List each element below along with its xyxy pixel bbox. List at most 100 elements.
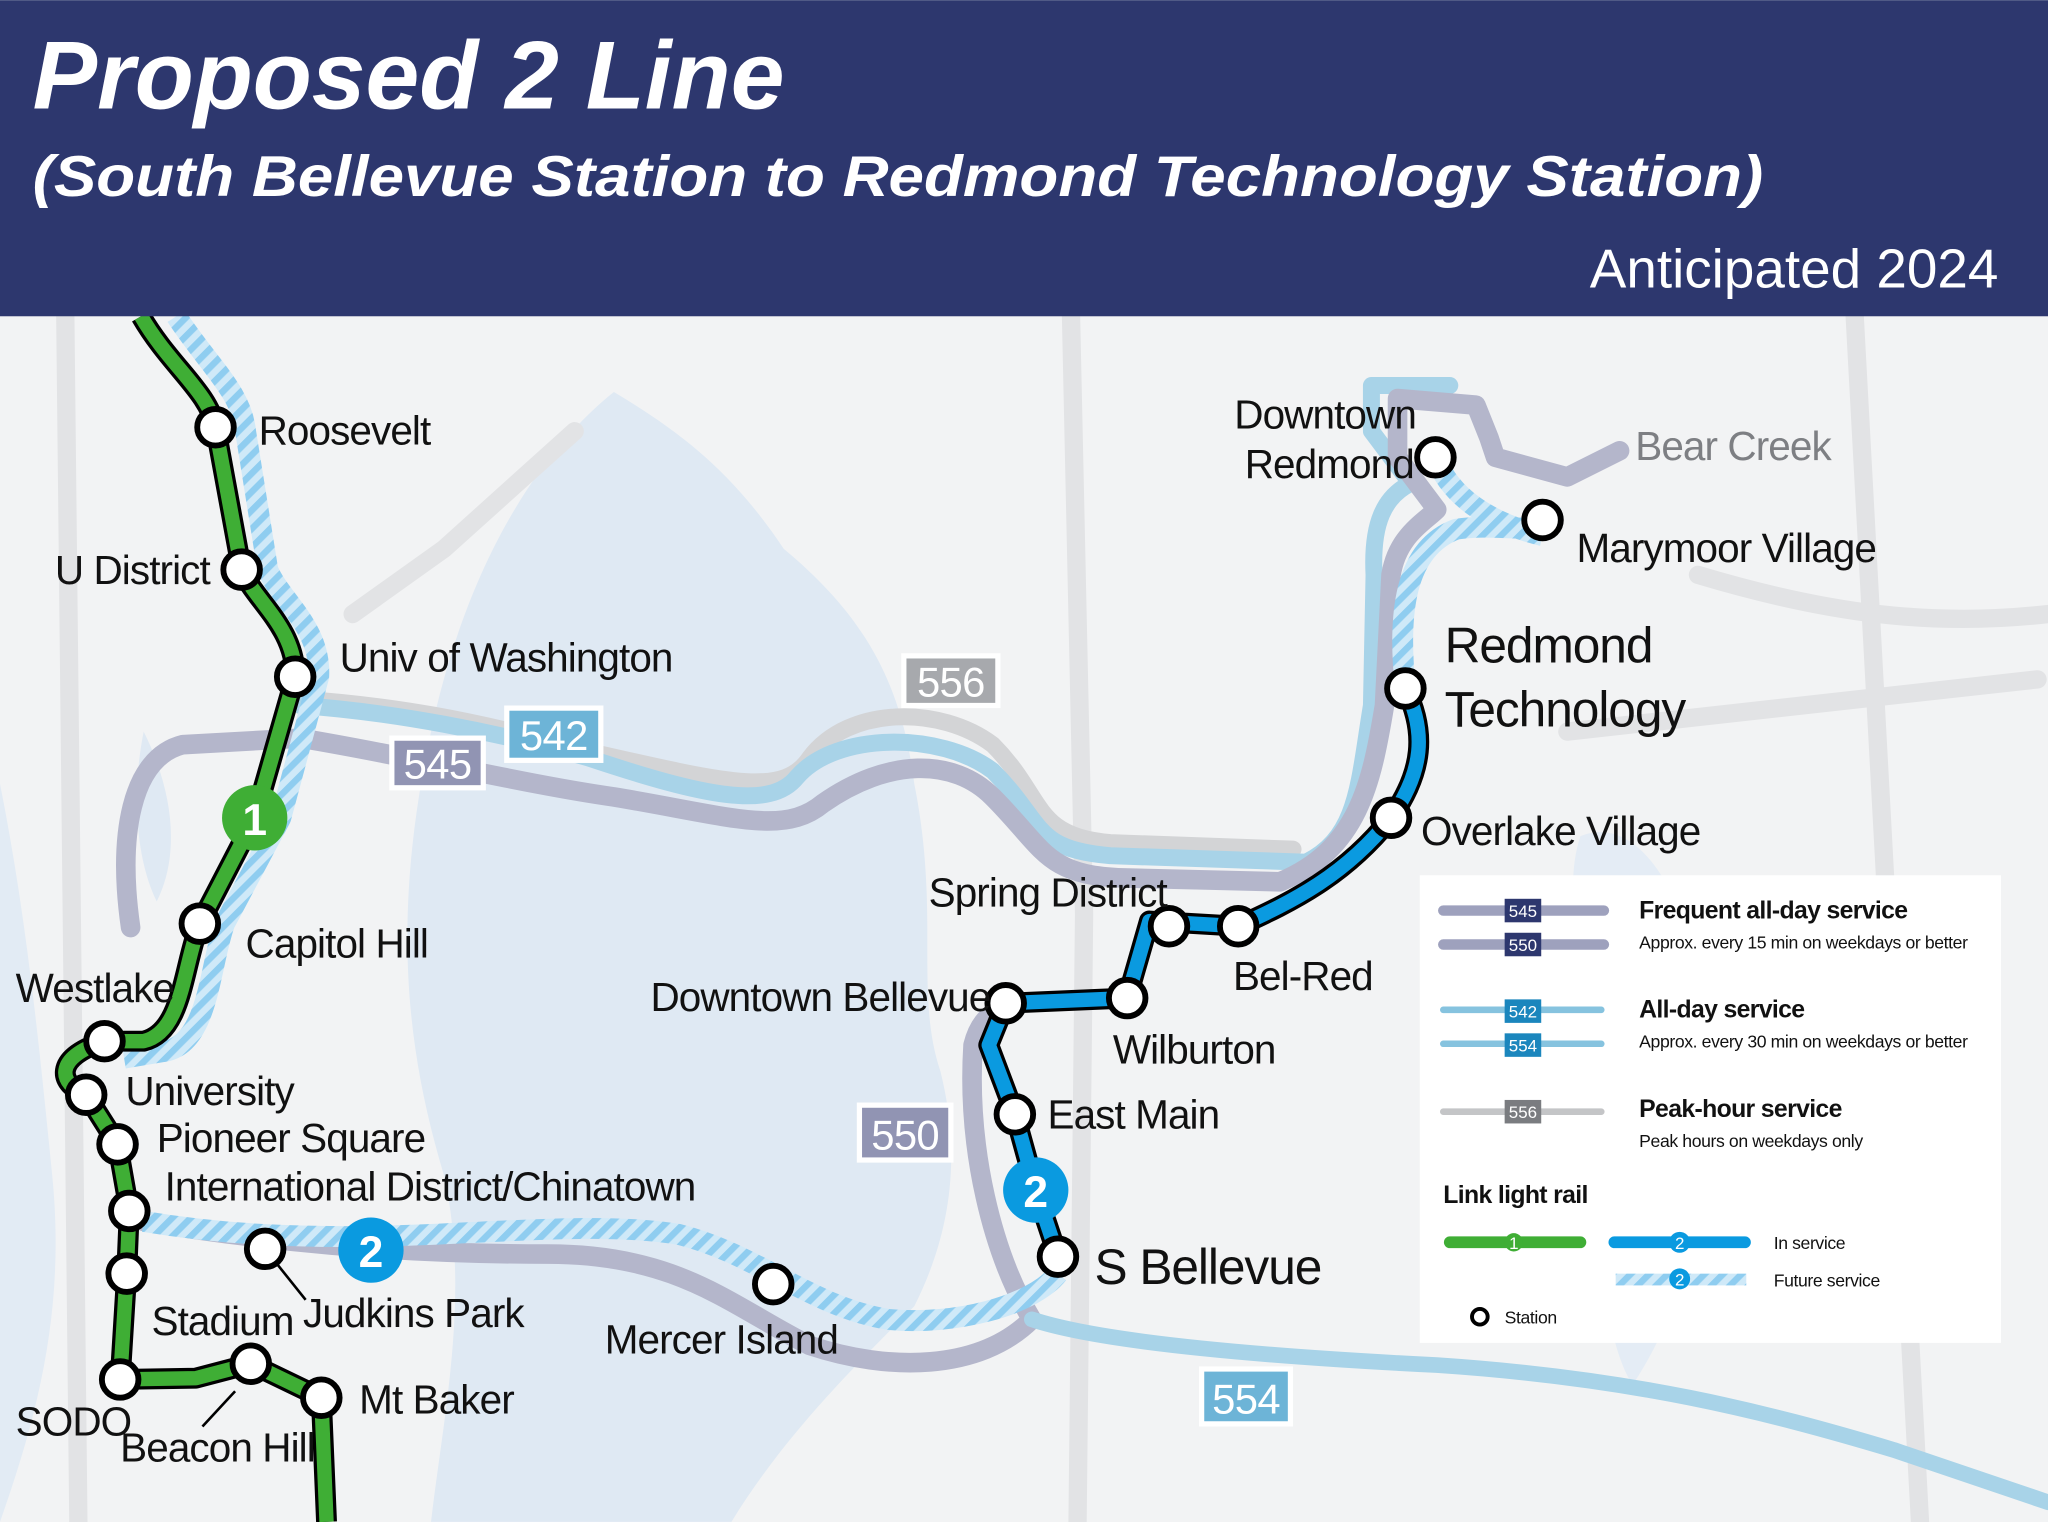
label-marymoor-village: Marymoor Village	[1576, 525, 1876, 571]
label-bel-red: Bel-Red	[1233, 953, 1373, 999]
svg-text:550: 550	[871, 1112, 939, 1159]
anticipated-date: Anticipated 2024	[1590, 238, 1999, 300]
route-badge-550[interactable]: 550	[856, 1102, 954, 1163]
page-title: Proposed 2 Line	[33, 23, 785, 130]
station-capitol-hill[interactable]	[178, 902, 222, 945]
route-badge-554[interactable]: 554	[1199, 1366, 1294, 1427]
label-s-bellevue: S Bellevue	[1095, 1239, 1322, 1295]
station-roosevelt[interactable]	[194, 406, 237, 449]
svg-text:1: 1	[1509, 1234, 1518, 1253]
line-2-badge-east: 2	[1003, 1157, 1069, 1223]
label-stadium: Stadium	[152, 1298, 294, 1344]
station-east-main[interactable]	[993, 1093, 1037, 1136]
label-bear-creek: Bear Creek	[1635, 423, 1832, 469]
route-badge-545[interactable]: 545	[389, 735, 486, 791]
station-spring-district[interactable]	[1147, 904, 1191, 948]
line-2-badge-south: 2	[338, 1217, 404, 1283]
svg-text:2: 2	[359, 1228, 384, 1277]
label-westlake: Westlake	[16, 965, 174, 1011]
svg-text:554: 554	[1212, 1375, 1280, 1422]
station-university[interactable]	[64, 1073, 108, 1116]
station-overlake-village[interactable]	[1369, 796, 1413, 840]
legend-link-title: Link light rail	[1443, 1182, 1588, 1209]
label-pioneer-square: Pioneer Square	[157, 1115, 425, 1161]
legend-future-service: 2 Future service	[1615, 1268, 1881, 1291]
page-subtitle: (South Bellevue Station to Redmond Techn…	[33, 145, 1764, 209]
svg-text:Station: Station	[1505, 1307, 1557, 1327]
legend-in-service: 1 2 In service	[1443, 1231, 1846, 1253]
legend-allday: 542 554 All-day service Approx. every 30…	[1440, 997, 1968, 1057]
label-spring-district: Spring District	[929, 870, 1168, 916]
svg-text:554: 554	[1509, 1037, 1537, 1056]
legend-station: Station	[1470, 1306, 1557, 1327]
route-badge-556[interactable]: 556	[901, 653, 1001, 709]
label-u-district: U District	[55, 547, 211, 593]
station-westlake[interactable]	[83, 1019, 126, 1063]
svg-text:Frequent all-day service: Frequent all-day service	[1639, 897, 1907, 924]
label-downtown-redmond-1: Downtown	[1234, 392, 1416, 438]
route-554-line	[1023, 1311, 2048, 1511]
svg-text:2: 2	[1023, 1168, 1048, 1217]
station-labels: Roosevelt U District Univ of Washington …	[16, 392, 1877, 1471]
label-university: University	[125, 1068, 295, 1114]
label-mercer-island: Mercer Island	[605, 1316, 838, 1362]
label-sodo: SODO	[16, 1399, 132, 1445]
svg-text:1: 1	[242, 796, 267, 845]
svg-text:2: 2	[1675, 1234, 1684, 1253]
station-univ-washington[interactable]	[273, 655, 317, 698]
station-pioneer-square[interactable]	[96, 1123, 139, 1166]
label-capitol-hill: Capitol Hill	[246, 921, 428, 967]
svg-text:550: 550	[1509, 936, 1537, 955]
label-overlake-village: Overlake Village	[1421, 808, 1700, 854]
station-stadium[interactable]	[105, 1252, 148, 1295]
station-intl-district[interactable]	[108, 1189, 151, 1233]
svg-text:545: 545	[1509, 902, 1537, 921]
svg-text:545: 545	[404, 741, 472, 788]
station-sodo[interactable]	[98, 1358, 142, 1401]
line-1-badge: 1	[222, 785, 288, 851]
svg-text:542: 542	[520, 712, 588, 759]
label-redmond-technology-2: Technology	[1445, 681, 1687, 737]
svg-text:556: 556	[1509, 1103, 1537, 1122]
label-downtown-bellevue: Downtown Bellevue	[650, 974, 990, 1020]
svg-text:556: 556	[917, 658, 985, 705]
station-downtown-bellevue[interactable]	[984, 982, 1027, 1025]
label-intl-district: International District/Chinatown	[165, 1164, 696, 1210]
header: Proposed 2 Line (South Bellevue Station …	[0, 0, 2048, 317]
svg-text:Approx. every 30 min on weekda: Approx. every 30 min on weekdays or bett…	[1639, 1032, 1968, 1052]
station-s-bellevue[interactable]	[1036, 1235, 1080, 1278]
legend-peak: 556 Peak-hour service Peak hours on week…	[1440, 1096, 1864, 1151]
station-u-district[interactable]	[220, 548, 263, 591]
station-mt-baker[interactable]	[300, 1376, 343, 1419]
station-redmond-technology[interactable]	[1384, 667, 1427, 710]
station-judkins-park[interactable]	[243, 1227, 287, 1271]
label-roosevelt: Roosevelt	[259, 407, 431, 453]
svg-text:Peak-hour service: Peak-hour service	[1639, 1096, 1842, 1123]
label-leaders	[201, 1259, 307, 1428]
label-redmond-technology-1: Redmond	[1445, 617, 1653, 673]
svg-text:542: 542	[1509, 1003, 1537, 1022]
svg-text:Peak hours on weekdays only: Peak hours on weekdays only	[1639, 1131, 1863, 1151]
legend: 545 550 Frequent all-day service Approx.…	[1419, 875, 2001, 1343]
svg-text:All-day service: All-day service	[1639, 997, 1804, 1024]
label-beacon-hill: Beacon Hill	[120, 1425, 315, 1471]
svg-text:In service: In service	[1774, 1233, 1846, 1253]
station-mercer-island[interactable]	[752, 1262, 795, 1306]
station-wilburton[interactable]	[1105, 976, 1149, 1020]
legend-frequent: 545 550 Frequent all-day service Approx.…	[1438, 897, 1968, 957]
label-univ-washington: Univ of Washington	[340, 635, 673, 681]
stations	[64, 406, 1564, 1419]
label-judkins-park: Judkins Park	[303, 1290, 525, 1336]
svg-text:Future service: Future service	[1774, 1271, 1881, 1291]
label-east-main: East Main	[1048, 1092, 1220, 1138]
label-downtown-redmond-2: Redmond	[1245, 441, 1414, 487]
svg-text:2: 2	[1675, 1270, 1684, 1289]
station-marymoor-village[interactable]	[1521, 498, 1564, 542]
svg-text:Approx. every 15 min on weekda: Approx. every 15 min on weekdays or bett…	[1639, 932, 1968, 952]
station-bel-red[interactable]	[1216, 904, 1260, 948]
station-beacon-hill[interactable]	[229, 1342, 272, 1385]
station-downtown-redmond[interactable]	[1414, 436, 1457, 479]
route-badge-542[interactable]: 542	[504, 705, 604, 763]
label-mt-baker: Mt Baker	[359, 1376, 514, 1422]
